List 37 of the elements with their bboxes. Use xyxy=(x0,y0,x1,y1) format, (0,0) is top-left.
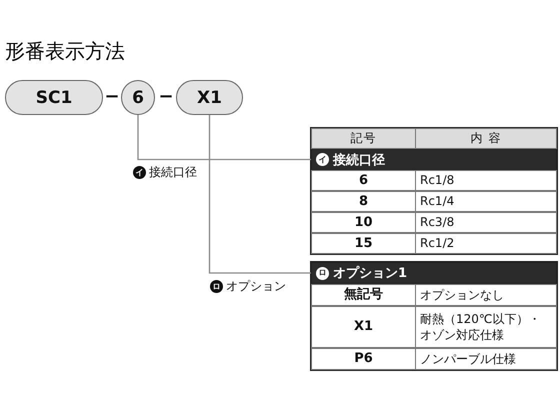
section-heading: 接続口径 xyxy=(333,152,385,168)
section-header-band xyxy=(311,149,557,170)
section-header-band xyxy=(311,262,557,284)
table-cell: Rc1/4 xyxy=(415,191,557,212)
code-segment xyxy=(121,80,155,115)
circled-letter-icon: ロ xyxy=(316,266,329,280)
circled-letter-icon: イ xyxy=(316,153,329,166)
separator-dash: − xyxy=(104,87,120,107)
branch-label: オプション xyxy=(226,278,287,294)
table-cell: ノンパーブル仕様 xyxy=(415,348,557,370)
table-cell: 耐熱（120℃以下）・オゾン対応仕様 xyxy=(415,306,557,348)
title: 形番表示方法 xyxy=(5,38,125,65)
separator-dash: − xyxy=(157,87,175,107)
code-segment xyxy=(176,80,243,115)
code-text: SC1 xyxy=(36,88,72,108)
section-heading: オプション1 xyxy=(333,264,408,282)
branch-label: 接続口径 xyxy=(149,164,198,180)
table-cell: X1 xyxy=(311,306,416,348)
circled-letter-icon: ロ xyxy=(210,280,223,293)
table-cell: オプションなし xyxy=(415,284,557,306)
code-segment xyxy=(5,80,103,115)
table-cell: P6 xyxy=(311,348,416,370)
column-header: 記号 xyxy=(311,128,416,149)
code-text: X1 xyxy=(197,88,222,108)
code-text: 6 xyxy=(132,88,144,108)
table-cell: 8 xyxy=(311,191,416,212)
table-cell: 6 xyxy=(311,170,416,191)
table-cell: Rc1/2 xyxy=(415,233,557,254)
table-cell: 10 xyxy=(311,212,416,233)
table-cell: Rc1/8 xyxy=(415,170,557,191)
circled-letter-icon: イ xyxy=(133,166,146,179)
leader-line xyxy=(208,115,311,274)
table-cell: 無記号 xyxy=(311,284,416,306)
table-cell: Rc3/8 xyxy=(415,212,557,233)
leader-line xyxy=(137,115,311,160)
column-header: 内 容 xyxy=(415,128,557,149)
table-cell: 15 xyxy=(311,233,416,254)
